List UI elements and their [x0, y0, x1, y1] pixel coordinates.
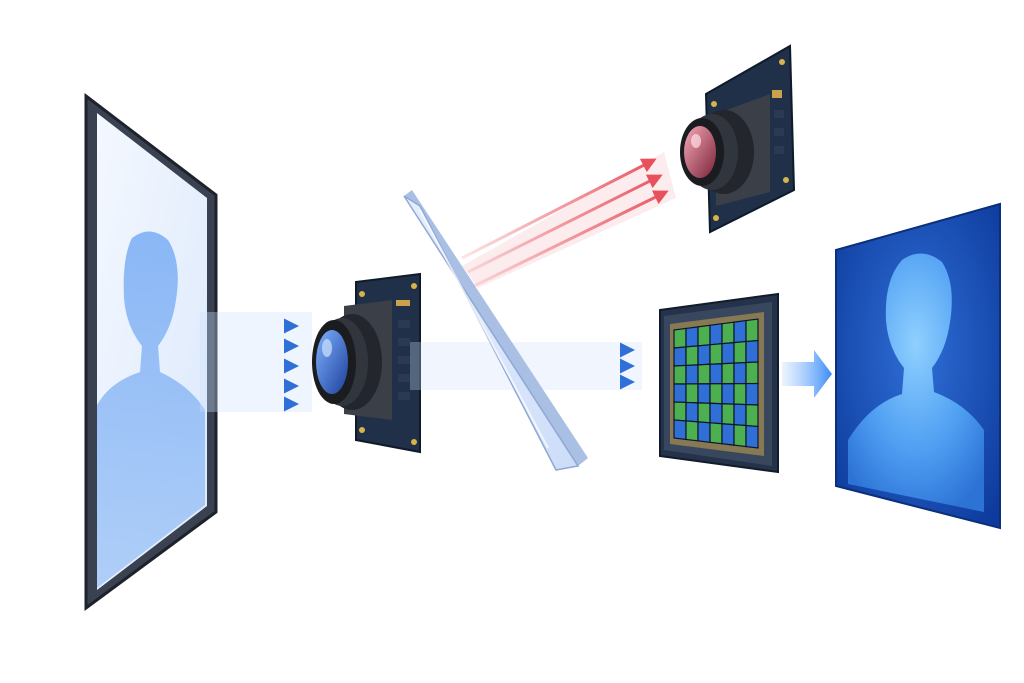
sensor-pixel [733, 403, 747, 427]
sensor-pixel [721, 383, 735, 405]
image-sensor [659, 292, 779, 474]
sensor-pixel [733, 361, 747, 385]
sensor-pixel [673, 327, 687, 349]
sensor-pixel [709, 343, 723, 365]
sensor-pixel [697, 344, 711, 366]
beam-splitter [403, 190, 588, 471]
source-display [84, 92, 218, 611]
sensor-pixel [685, 345, 699, 367]
sensor-pixel [697, 421, 711, 443]
sensor-pixel [745, 318, 759, 343]
sensor-pixel [709, 323, 723, 346]
sensor-pixel [721, 321, 735, 345]
sensor-pixel [685, 401, 699, 423]
sensor-pixel [673, 346, 687, 367]
sensor-pixel [721, 403, 735, 426]
person-silhouette-icon [97, 231, 205, 588]
infrared-camera-module [680, 44, 796, 234]
sensor-pixel [709, 402, 723, 425]
sensor-pixel [697, 324, 711, 347]
pixel-grid-icon [673, 318, 759, 449]
sensor-pixel [721, 341, 735, 365]
sensor-pixel [733, 423, 747, 448]
sensor-pixel [697, 383, 711, 404]
output-image [835, 202, 1001, 530]
sensor-pixel [685, 326, 699, 348]
sensor-pixel [721, 423, 735, 446]
sensor-pixel [733, 340, 747, 364]
sensor-pixel [745, 424, 759, 449]
sensor-pixel [745, 382, 759, 406]
camera-lens-icon [312, 314, 382, 410]
sensor-pixel [673, 401, 687, 422]
sensor-pixel [745, 339, 759, 364]
sensor-pixel [733, 319, 747, 344]
sensor-pixel [709, 363, 723, 385]
sensor-pixel [685, 420, 699, 442]
sensor-pixel [733, 382, 747, 406]
incoming-light-beams [200, 312, 312, 412]
sensor-pixel [697, 402, 711, 424]
reflected-infrared-beams [461, 152, 676, 288]
sensor-pixel [673, 383, 687, 404]
main-camera-module [312, 272, 421, 454]
output-arrow [782, 350, 832, 398]
camera-lens-icon [680, 110, 754, 194]
sensor-pixel [697, 363, 711, 385]
sensor-pixel [745, 403, 759, 428]
sensor-pixel [685, 383, 699, 404]
sensor-pixel [745, 361, 759, 385]
sensor-pixel [709, 422, 723, 445]
sensor-pixel [709, 383, 723, 405]
sensor-pixel [673, 364, 687, 385]
sensor-pixel [721, 362, 735, 385]
sensor-pixel [673, 419, 687, 441]
sensor-pixel [685, 364, 699, 385]
person-silhouette-icon [848, 253, 984, 512]
